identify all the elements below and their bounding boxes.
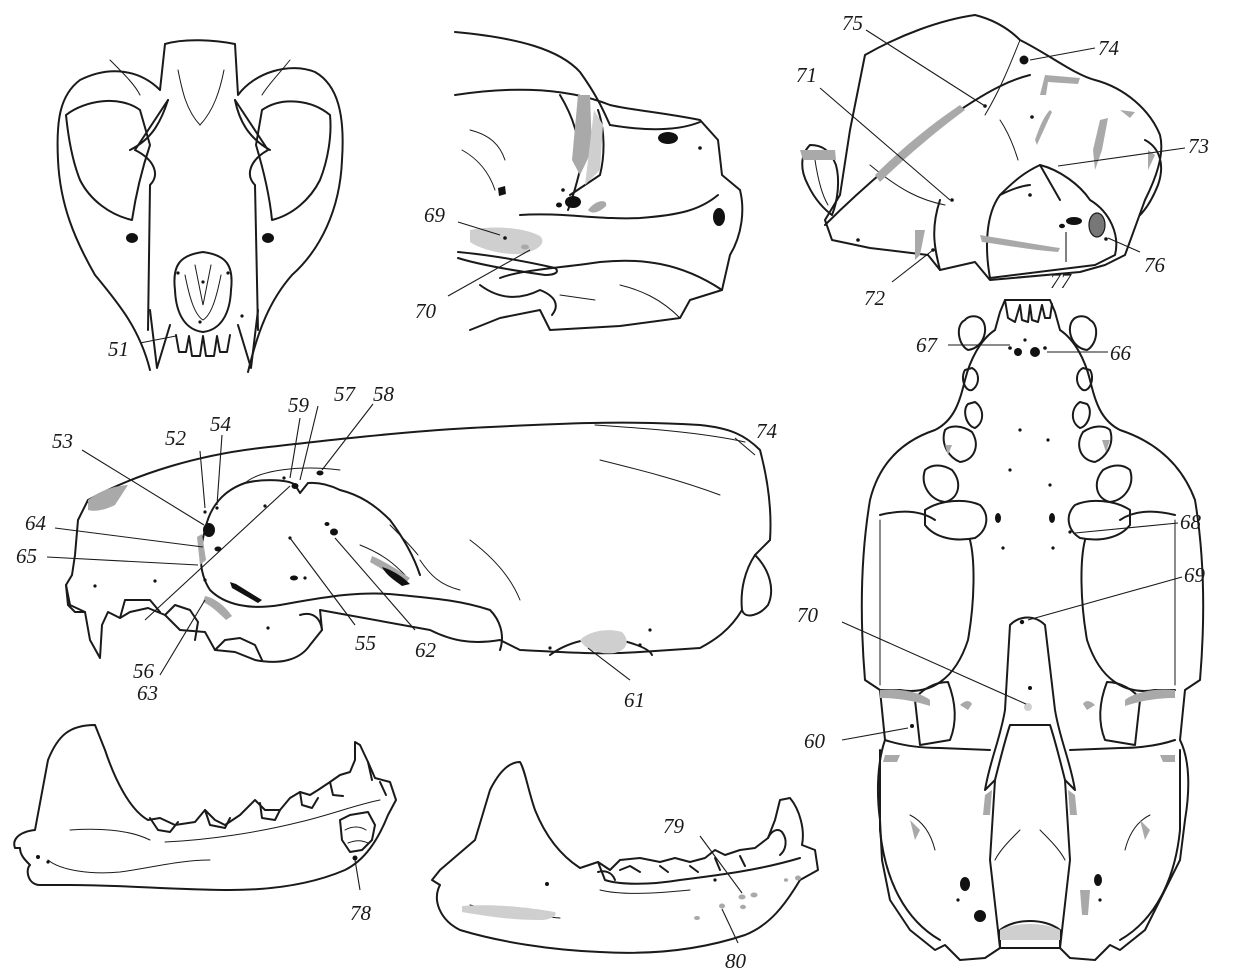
label-69-basicranium: 69 bbox=[424, 203, 446, 227]
label-78: 78 bbox=[350, 901, 372, 925]
mandible-medial-view bbox=[432, 762, 818, 953]
label-57: 57 bbox=[334, 382, 357, 406]
label-76: 76 bbox=[1144, 253, 1166, 277]
label-74-lateral: 74 bbox=[756, 419, 778, 443]
label-73: 73 bbox=[1188, 134, 1209, 158]
label-66: 66 bbox=[1110, 341, 1132, 365]
label-70-basicranium: 70 bbox=[415, 299, 437, 323]
label-74-posterior: 74 bbox=[1098, 36, 1120, 60]
label-63: 63 bbox=[137, 681, 158, 705]
label-69-ventral: 69 bbox=[1184, 563, 1206, 587]
basicranium-ventrolateral-view bbox=[455, 32, 742, 330]
label-54: 54 bbox=[210, 412, 232, 436]
label-80: 80 bbox=[725, 949, 747, 973]
label-55: 55 bbox=[355, 631, 376, 655]
label-51: 51 bbox=[108, 337, 129, 361]
label-64: 64 bbox=[25, 511, 47, 535]
skull-ventral-view bbox=[862, 300, 1204, 960]
leader-lines bbox=[47, 30, 1185, 943]
label-56: 56 bbox=[133, 659, 155, 683]
label-62: 62 bbox=[415, 638, 437, 662]
label-58: 58 bbox=[373, 382, 395, 406]
label-60: 60 bbox=[804, 729, 826, 753]
label-53: 53 bbox=[52, 429, 73, 453]
label-61: 61 bbox=[624, 688, 645, 712]
skull-lateral-view bbox=[66, 423, 771, 662]
label-68: 68 bbox=[1180, 510, 1202, 534]
label-71: 71 bbox=[796, 63, 817, 87]
label-52: 52 bbox=[165, 426, 187, 450]
skull-anterior-view bbox=[58, 40, 343, 372]
label-72: 72 bbox=[864, 286, 886, 310]
label-75: 75 bbox=[842, 11, 863, 35]
label-67: 67 bbox=[916, 333, 939, 357]
label-65: 65 bbox=[16, 544, 37, 568]
mandible-lateral-view bbox=[14, 725, 396, 890]
label-70-ventral: 70 bbox=[797, 603, 819, 627]
label-77: 77 bbox=[1050, 269, 1073, 293]
figure-labels: 51 69 70 75 74 71 73 72 77 76 53 52 54 5… bbox=[16, 11, 1209, 973]
label-79: 79 bbox=[663, 814, 685, 838]
label-59: 59 bbox=[288, 393, 310, 417]
